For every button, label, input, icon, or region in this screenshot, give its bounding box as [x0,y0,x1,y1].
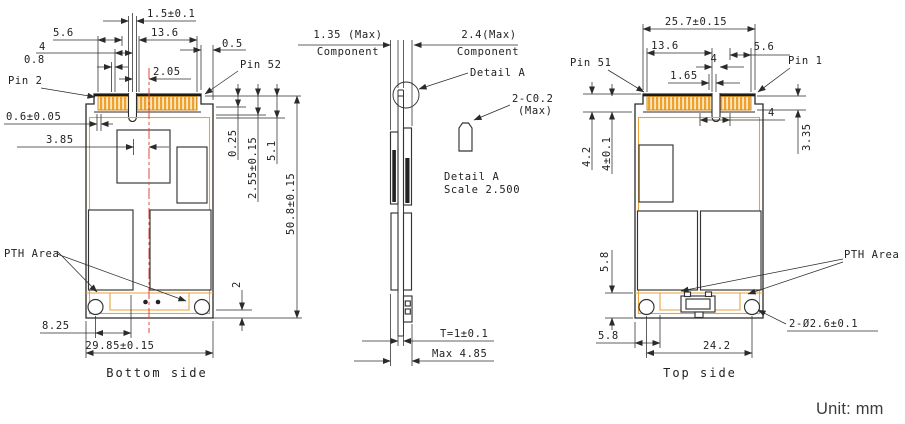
mounting-hole [193,298,211,316]
side-component [390,212,399,291]
dim-holes: 2-Ø2.6±0.1 [789,318,858,330]
gold-fingers [646,96,752,111]
dim-4-tol: 4±0.1 [601,136,613,171]
dim-0-8: 0.8 [24,54,45,66]
side-dimensions: 1.35 (Max) Component 2.4(Max) Component … [298,29,554,366]
side-component [402,212,413,291]
top-side-view: 25.7±0.15 13.6 4 5.6 1.65 Pin 51 Pin 1 4… [570,16,899,380]
mounting-hole [87,298,104,316]
unit-note: Unit: mm [816,400,884,418]
side-view: 1.35 (Max) Component 2.4(Max) Component … [298,29,554,366]
bottom-dimensions: 1.5±0.1 5.6 13.6 4 0.5 0.8 2.05 Pin 52 P… [4,8,302,380]
dim-1-65: 1.65 [670,70,698,82]
dim-2-4: 2.4(Max) [461,29,516,41]
pth-area-label: PTH Area [844,249,899,261]
dim-notch-width: 1.5±0.1 [147,8,195,20]
component-label-right: Component [457,46,519,58]
chip [636,210,699,291]
fiducial-dot [155,299,161,305]
pin52-label: Pin 52 [240,59,282,71]
pin2-label: Pin 2 [8,75,43,87]
dim-5-8-v: 5.8 [599,251,611,272]
detail-caption-1: Detail A [444,171,499,183]
dim-0-5: 0.5 [222,38,243,50]
dim-4: 4 [39,41,46,53]
dim-5-1: 5.1 [266,140,278,161]
bottom-board [85,68,214,333]
bottom-side-view: 1.5±0.1 5.6 13.6 4 0.5 0.8 2.05 Pin 52 P… [4,8,302,380]
dim-4-below: 4 [768,107,775,119]
dim-29-85: 29.85±0.15 [85,340,154,352]
dim-13-6: 13.6 [651,40,679,52]
dim-24-2: 24.2 [703,340,731,352]
dim-4-top: 4 [711,53,718,65]
pcb-profile [397,89,404,337]
component-body [392,150,396,202]
chip [176,146,208,204]
detail-a-callout: Detail A [470,67,525,79]
chip [149,209,212,291]
bottom-view-title: Bottom side [106,366,207,380]
dim-13-6: 13.6 [151,27,179,39]
dim-50-8: 50.8±0.15 [285,173,297,235]
pin51-label: Pin 51 [570,57,612,69]
dim-5-8-h: 5.8 [598,330,619,342]
mounting-hole [743,298,761,316]
dim-1-35: 1.35 (Max) [313,29,382,41]
side-board [389,81,473,337]
pin1-label: Pin 1 [788,55,823,67]
component-label-left: Component [317,46,379,58]
dim-5-6: 5.6 [754,41,775,53]
dim-5-6: 5.6 [53,27,74,39]
top-dimensions: 25.7±0.15 13.6 4 5.6 1.65 Pin 51 Pin 1 4… [570,16,899,380]
top-view-title: Top side [663,366,737,380]
chip [116,129,171,184]
dim-0-25: 0.25 [227,129,239,157]
chip [87,209,134,291]
dim-3-85: 3.85 [46,134,74,146]
mounting-hole [638,298,655,316]
dim-max-height: Max 4.85 [432,348,487,360]
pth-area-label: PTH Area [4,248,59,260]
chip [699,210,762,291]
dim-2: 2 [231,281,243,288]
dim-25-7: 25.7±0.15 [665,16,727,28]
dim-0-6: 0.6±0.05 [6,111,61,123]
top-board [634,93,764,319]
chamfer-max-label: (Max) [518,105,553,117]
chamfer-label: 2-C0.2 [512,93,554,105]
chip [638,144,674,203]
detail-a-circle [392,81,420,109]
dim-4-2: 4.2 [581,146,593,167]
dim-8-25: 8.25 [42,320,70,332]
component-body [405,158,410,203]
dim-3-35: 3.35 [801,123,813,151]
dim-2-55: 2.55±0.15 [247,137,259,199]
dim-2-05: 2.05 [153,66,181,78]
detail-caption-2: Scale 2.500 [444,184,520,196]
fiducial-dot [143,299,148,305]
dim-thickness: T=1±0.1 [440,328,488,340]
gold-fingers [97,96,198,111]
detail-a-shape [458,122,473,152]
